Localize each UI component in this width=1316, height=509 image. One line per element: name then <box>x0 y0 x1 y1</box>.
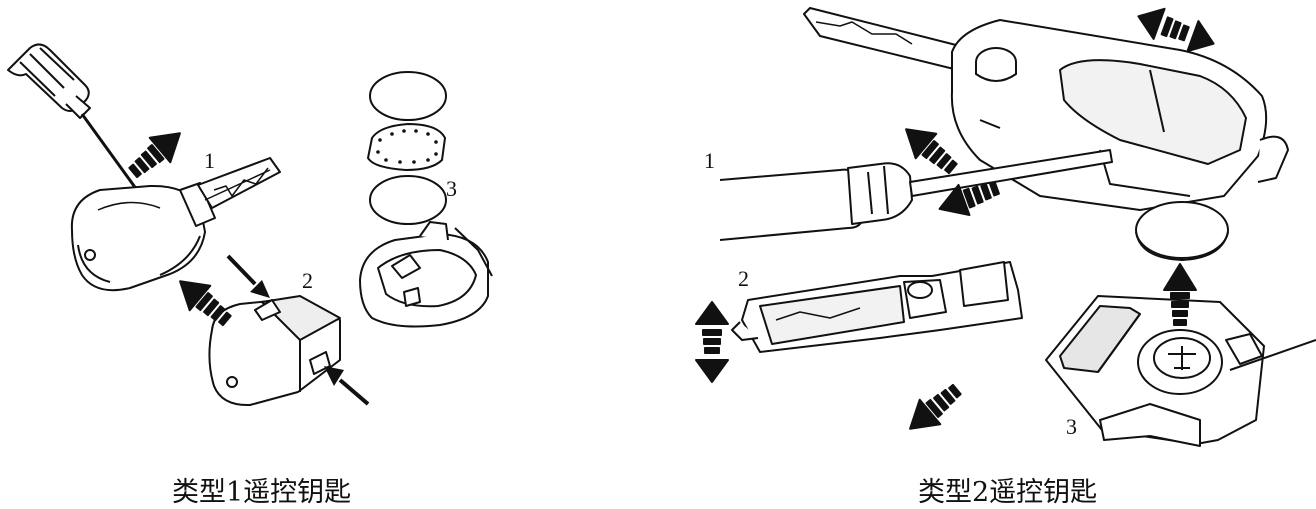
battery-insulator-pad <box>367 123 446 171</box>
coin-battery-bottom <box>369 175 447 225</box>
battery-holder-illustration <box>359 221 493 328</box>
swing-arrow-left <box>695 301 729 383</box>
figure-1 <box>7 43 493 407</box>
coin-battery-fig2 <box>1135 201 1229 259</box>
figure-1-caption: 类型1遥控钥匙 <box>172 477 352 508</box>
swing-arrow-curved <box>898 376 969 442</box>
press-arrow-bottom <box>324 366 370 406</box>
callout-fig2-2: 2 <box>738 266 749 291</box>
callout-fig1-2: 2 <box>302 268 313 293</box>
lift-arrow-1 <box>121 120 192 186</box>
housing-type1-illustration <box>208 295 341 407</box>
key-type1-illustration <box>70 157 281 292</box>
screwdriver-fig2-illustration <box>719 149 1113 241</box>
callout-fig2-3: 3 <box>1066 414 1077 439</box>
coin-battery-top <box>369 71 447 121</box>
key-blade-assembly-illustration <box>731 261 1023 353</box>
figure-2 <box>695 0 1316 447</box>
housing-fig2-illustration <box>1045 295 1316 447</box>
screwdriver-illustration <box>7 43 152 209</box>
figure-2-caption: 类型2遥控钥匙 <box>918 477 1098 508</box>
callout-fig1-1: 1 <box>204 148 215 173</box>
callout-fig1-3: 3 <box>446 176 457 201</box>
press-arrow-top <box>226 254 270 298</box>
callout-fig2-1: 1 <box>704 148 715 173</box>
insulator-dots <box>376 129 438 164</box>
